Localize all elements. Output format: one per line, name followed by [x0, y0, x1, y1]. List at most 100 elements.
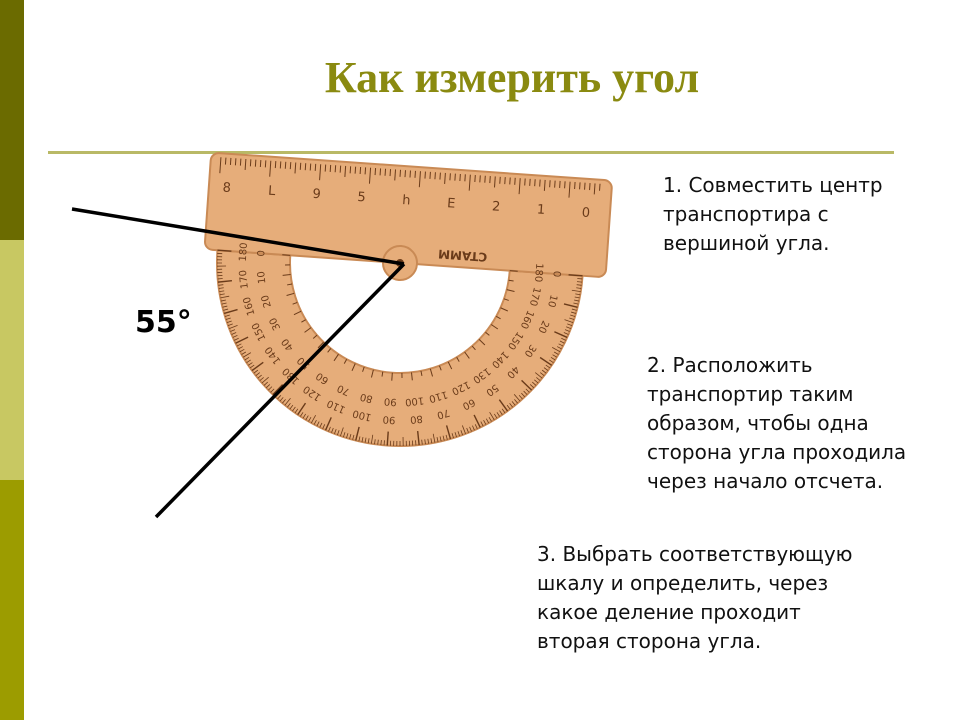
arc-tick [217, 259, 223, 261]
ruler-digit: 0 [581, 206, 590, 222]
arc-tick [370, 434, 374, 444]
measured-angle [71, 207, 406, 519]
arc-tick [224, 314, 230, 317]
ruler-tick [394, 169, 397, 181]
inner-scale-number: 80 [359, 391, 374, 405]
arc-tick [310, 414, 316, 424]
arc-tick [498, 399, 509, 412]
arc-tick [496, 412, 501, 417]
arc-tick [255, 372, 260, 376]
inner-arc-tick [464, 351, 470, 359]
arc-tick [550, 356, 556, 361]
arc-tick [576, 281, 583, 283]
arc-tick [461, 425, 466, 434]
inner-arc-tick [471, 345, 476, 351]
outer-scale-number: 100 [352, 407, 373, 422]
arc-tick [466, 427, 469, 433]
arc-tick [569, 317, 575, 320]
inner-scale-number: 110 [427, 388, 448, 404]
arc-tick [223, 308, 238, 315]
ruler-digit: E [447, 196, 456, 212]
arc-tick [282, 399, 286, 404]
angle-side-2 [154, 262, 406, 519]
arc-tick [570, 311, 577, 314]
arc-tick [540, 372, 545, 376]
arc-tick [331, 427, 334, 433]
slide-title: Как измерить угол [324, 53, 700, 102]
ruler-tick [543, 179, 546, 191]
arc-tick [430, 438, 433, 444]
inner-arc-tick [508, 279, 514, 282]
inner-arc-tick [343, 358, 348, 364]
arc-tick [561, 337, 567, 341]
outer-scale-number: 10 [545, 293, 559, 308]
arc-tick [573, 302, 579, 305]
inner-arc-tick [351, 363, 356, 372]
arc-tick [480, 421, 484, 427]
arc-tick [488, 416, 492, 422]
inner-arc-tick [317, 341, 324, 349]
arc-tick [249, 364, 255, 369]
arc-tick [521, 379, 533, 391]
arc-tick [501, 408, 506, 414]
arc-tick [334, 429, 337, 434]
arc-tick [299, 412, 304, 417]
inner-scale-number: 20 [260, 294, 274, 309]
arc-tick [574, 296, 580, 299]
arc-tick [543, 367, 549, 371]
step-3-text: 3. Выбрать соответствующую шкалу и опред… [537, 542, 853, 653]
arc-tick [439, 436, 442, 442]
arc-tick [377, 439, 379, 445]
arc-tick [242, 352, 252, 358]
arc-tick [349, 433, 352, 440]
arc-tick [408, 440, 410, 446]
outer-scale-number: 180 [238, 242, 250, 262]
ruler-tick [518, 178, 521, 195]
outer-scale-number: 160 [242, 295, 258, 316]
inner-scale-number: 170 [527, 286, 542, 307]
arc-tick [521, 392, 526, 398]
arc-tick [217, 256, 223, 258]
arc-tick [469, 426, 472, 432]
inner-arc-tick [301, 319, 306, 323]
arc-tick [564, 319, 574, 323]
arc-tick [571, 308, 577, 311]
inner-arc-tick [509, 270, 518, 272]
arc-tick [529, 384, 535, 389]
protractor-arc [216, 249, 584, 447]
arc-tick [217, 262, 222, 264]
inner-scale-number: 180 [532, 263, 544, 283]
arc-tick [221, 302, 227, 305]
arc-tick [563, 332, 569, 335]
inner-arc-tick [478, 339, 486, 346]
inner-arc-tick [495, 315, 501, 320]
arc-tick [567, 323, 573, 326]
side-bar-segment-bottom [0, 480, 24, 720]
arc-tick [232, 335, 238, 338]
arc-tick [316, 421, 320, 427]
ruler-digit: h [402, 193, 411, 209]
inner-arc-tick [362, 366, 365, 372]
arc-tick [576, 287, 582, 289]
arc-tick [454, 432, 457, 438]
ruler-tick [219, 157, 222, 174]
arc-tick [217, 268, 223, 270]
ruler-tick [468, 174, 471, 191]
arc-tick [575, 293, 581, 296]
ruler-tick [244, 158, 247, 171]
arc-tick [292, 406, 296, 412]
arc-tick [549, 359, 554, 364]
inner-arc-tick [485, 331, 490, 336]
arc-tick [566, 326, 571, 329]
arc-tick [277, 395, 282, 400]
arc-tick [374, 439, 376, 445]
inner-scale-number: 10 [256, 271, 268, 285]
inner-arc-tick [293, 310, 302, 316]
arc-tick [284, 397, 291, 406]
arc-tick [229, 324, 238, 329]
inner-arc-tick [381, 371, 384, 377]
arc-tick [539, 356, 553, 366]
arc-tick [289, 404, 294, 410]
inner-arc-tick [327, 348, 332, 353]
arc-tick [217, 271, 223, 273]
